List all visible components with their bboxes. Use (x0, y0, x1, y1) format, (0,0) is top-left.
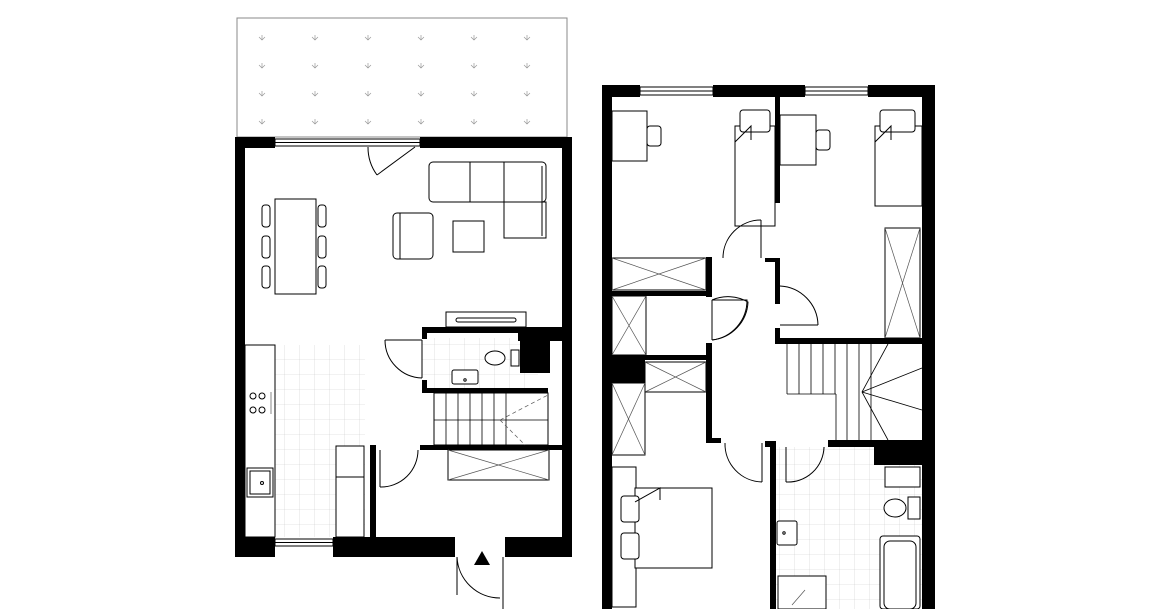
stair-winder (861, 343, 889, 393)
washbasin-icon (451, 369, 479, 385)
stair-winder (861, 391, 889, 441)
shower (777, 575, 827, 609)
closet (611, 295, 647, 356)
terrace-mark (523, 63, 531, 69)
terrace-mark (364, 119, 372, 125)
ground-floor-walls (235, 137, 572, 557)
terrace-mark (417, 119, 425, 125)
bedroom-door[interactable] (722, 219, 762, 259)
fridge (335, 445, 365, 538)
terrace-mark (470, 35, 478, 41)
toilet-icon (883, 496, 921, 520)
terrace-mark (258, 119, 266, 125)
terrace-mark (417, 35, 425, 41)
terrace-door[interactable] (367, 146, 416, 176)
terrace-mark (417, 63, 425, 69)
terrace-hatch (258, 35, 531, 125)
kitchen-counter (244, 344, 276, 538)
sofa (428, 161, 547, 239)
wardrobe (884, 227, 921, 339)
bedroom-door[interactable] (724, 442, 763, 483)
toilet-icon (484, 349, 520, 367)
terrace-mark (523, 35, 531, 41)
upper-floor (602, 85, 935, 609)
terrace-mark (364, 35, 372, 41)
terrace-mark (258, 91, 266, 97)
stair-winder (861, 367, 923, 393)
stair-winder (861, 391, 923, 411)
dining-table (261, 198, 327, 295)
stove-icon (249, 392, 272, 414)
wardrobe (611, 382, 646, 456)
terrace-mark (311, 63, 319, 69)
upper-floor-walls (602, 85, 935, 609)
washing-machine-icon (884, 466, 921, 488)
terrace-mark (258, 35, 266, 41)
terrace (236, 17, 568, 138)
ground-floor (235, 17, 572, 609)
terrace-mark (311, 119, 319, 125)
terrace-mark (311, 35, 319, 41)
desk (779, 114, 831, 166)
stair-winder (499, 394, 549, 421)
terrace-mark (364, 63, 372, 69)
sink-icon (246, 467, 274, 498)
bathroom-door[interactable] (785, 446, 825, 483)
armchair (392, 212, 434, 260)
coffee-table (452, 220, 485, 253)
entrance-triangle-icon (474, 551, 490, 565)
entrance-door[interactable] (456, 556, 504, 609)
washbasin-icon (776, 520, 798, 546)
terrace-mark (364, 91, 372, 97)
closet-door[interactable] (711, 296, 749, 341)
terrace-mark (470, 63, 478, 69)
bathtub (879, 535, 921, 609)
single-bed (874, 109, 923, 207)
staircase (433, 392, 549, 446)
staircase (786, 343, 923, 441)
wc-door[interactable] (384, 339, 423, 379)
wardrobe (611, 257, 707, 291)
closet (644, 361, 707, 393)
double-bed (611, 466, 713, 608)
terrace-mark (470, 119, 478, 125)
terrace-mark (523, 119, 531, 125)
single-bed (734, 109, 776, 227)
storage-cabinet (447, 449, 550, 481)
terrace-mark (470, 91, 478, 97)
bedroom-door[interactable] (779, 285, 819, 326)
tv-unit (445, 311, 527, 328)
stair-winder (499, 419, 526, 446)
terrace-mark (417, 91, 425, 97)
desk (611, 110, 662, 162)
hall-door[interactable] (379, 449, 419, 488)
terrace-mark (258, 63, 266, 69)
terrace-mark (311, 91, 319, 97)
terrace-mark (523, 91, 531, 97)
